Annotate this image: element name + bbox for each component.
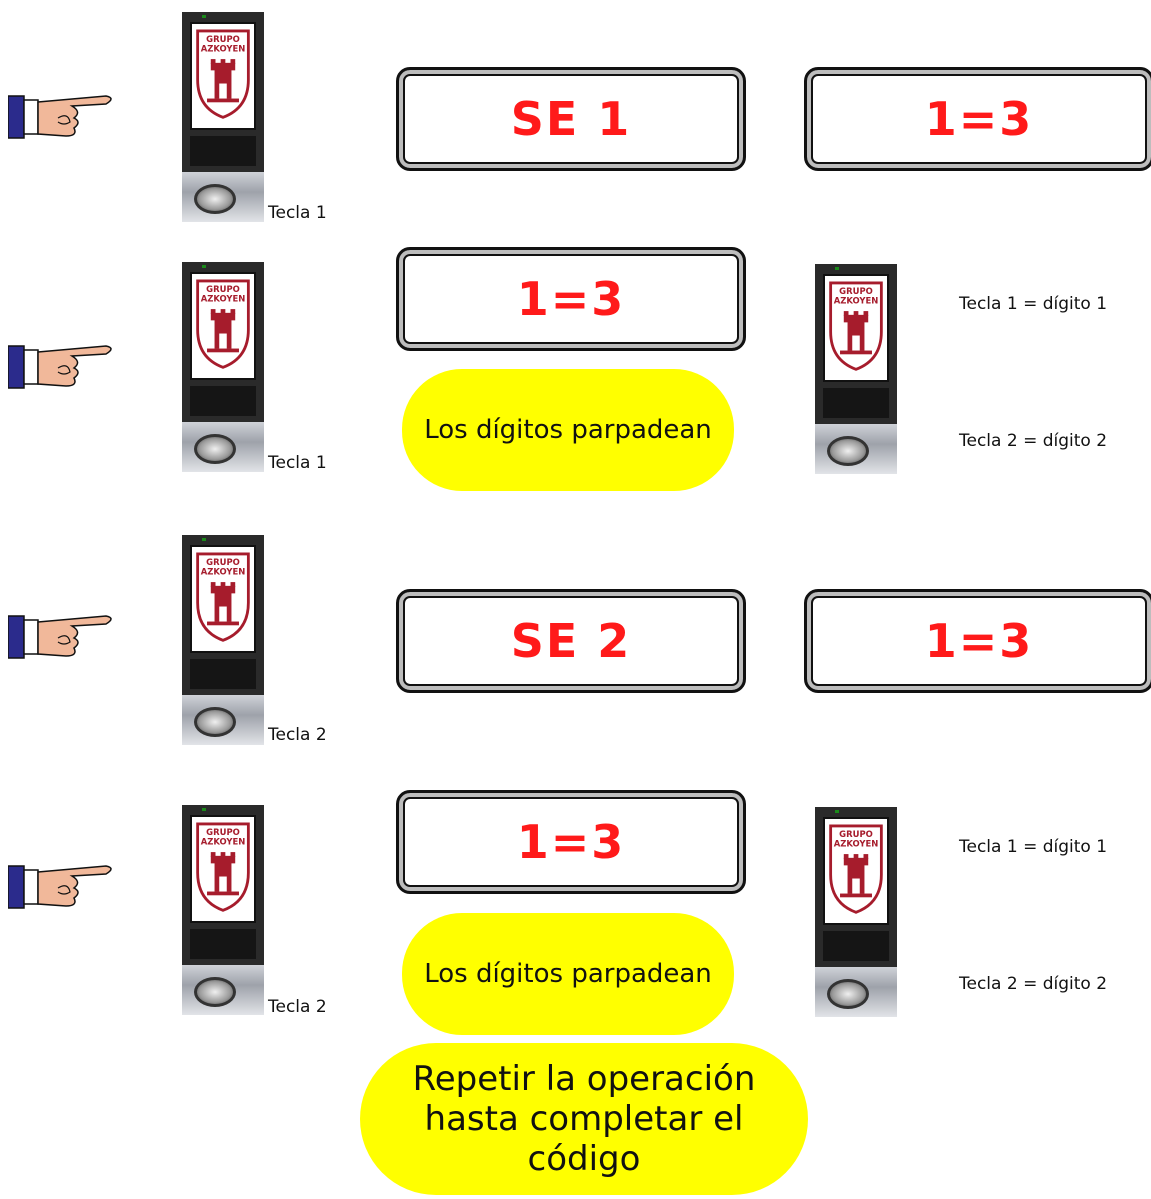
- display-text: 1=3: [924, 614, 1034, 668]
- key-button: [194, 184, 236, 214]
- key-label: Tecla 2: [268, 997, 327, 1017]
- vending-keypad-device: GRUPO AZKOYEN: [815, 264, 897, 474]
- display-panel-result: 1=3: [804, 589, 1151, 693]
- azkoyen-logo: GRUPO AZKOYEN: [825, 276, 887, 380]
- svg-text:AZKOYEN: AZKOYEN: [201, 567, 246, 577]
- azkoyen-logo: GRUPO AZKOYEN: [825, 819, 887, 923]
- display-panel: 1=3: [396, 247, 746, 351]
- note-repeat-operation: Repetir la operación hasta completar el …: [360, 1043, 808, 1195]
- legend-key-1: Tecla 1 = dígito 1: [959, 837, 1108, 857]
- svg-text:AZKOYEN: AZKOYEN: [201, 294, 246, 304]
- azkoyen-logo: GRUPO AZKOYEN: [192, 547, 254, 651]
- vending-keypad-device: GRUPO AZKOYEN: [182, 262, 264, 472]
- display-panel-result: 1=3: [804, 67, 1151, 171]
- pointing-hand-icon: [8, 342, 118, 392]
- vending-keypad-device: GRUPO AZKOYEN: [815, 807, 897, 1017]
- vending-keypad-device: GRUPO AZKOYEN: [182, 12, 264, 222]
- svg-text:AZKOYEN: AZKOYEN: [834, 296, 879, 306]
- svg-text:GRUPO: GRUPO: [206, 34, 240, 44]
- key-button: [194, 707, 236, 737]
- display-panel: 1=3: [396, 790, 746, 894]
- key-label: Tecla 1: [268, 453, 327, 473]
- display-text: SE 2: [510, 614, 632, 668]
- svg-text:GRUPO: GRUPO: [206, 827, 240, 837]
- svg-text:GRUPO: GRUPO: [206, 284, 240, 294]
- legend-key-2: Tecla 2 = dígito 2: [959, 974, 1108, 994]
- pointing-hand-icon: [8, 862, 118, 912]
- display-text: SE 1: [510, 92, 632, 146]
- vending-keypad-device: GRUPO AZKOYEN: [182, 535, 264, 745]
- pointing-hand-icon: [8, 92, 118, 142]
- svg-text:AZKOYEN: AZKOYEN: [834, 839, 879, 849]
- svg-text:GRUPO: GRUPO: [839, 829, 873, 839]
- vending-keypad-device: GRUPO AZKOYEN: [182, 805, 264, 1015]
- legend-key-1: Tecla 1 = dígito 1: [959, 294, 1108, 314]
- key-label: Tecla 1: [268, 203, 327, 223]
- azkoyen-logo: GRUPO AZKOYEN: [192, 274, 254, 378]
- legend-key-2: Tecla 2 = dígito 2: [959, 431, 1108, 451]
- display-text: 1=3: [516, 272, 626, 326]
- svg-text:GRUPO: GRUPO: [839, 286, 873, 296]
- display-text: 1=3: [924, 92, 1034, 146]
- note-blinking-digits: Los dígitos parpadean: [402, 369, 734, 491]
- azkoyen-logo: GRUPO AZKOYEN: [192, 817, 254, 921]
- svg-text:AZKOYEN: AZKOYEN: [201, 837, 246, 847]
- key-button: [827, 979, 869, 1009]
- key-button: [827, 436, 869, 466]
- pointing-hand-icon: [8, 612, 118, 662]
- svg-text:GRUPO: GRUPO: [206, 557, 240, 567]
- display-text: 1=3: [516, 815, 626, 869]
- azkoyen-logo: GRUPO AZKOYEN: [192, 24, 254, 128]
- key-button: [194, 977, 236, 1007]
- display-panel: SE 2: [396, 589, 746, 693]
- key-label: Tecla 2: [268, 725, 327, 745]
- note-blinking-digits: Los dígitos parpadean: [402, 913, 734, 1035]
- display-panel: SE 1: [396, 67, 746, 171]
- key-button: [194, 434, 236, 464]
- svg-text:AZKOYEN: AZKOYEN: [201, 44, 246, 54]
